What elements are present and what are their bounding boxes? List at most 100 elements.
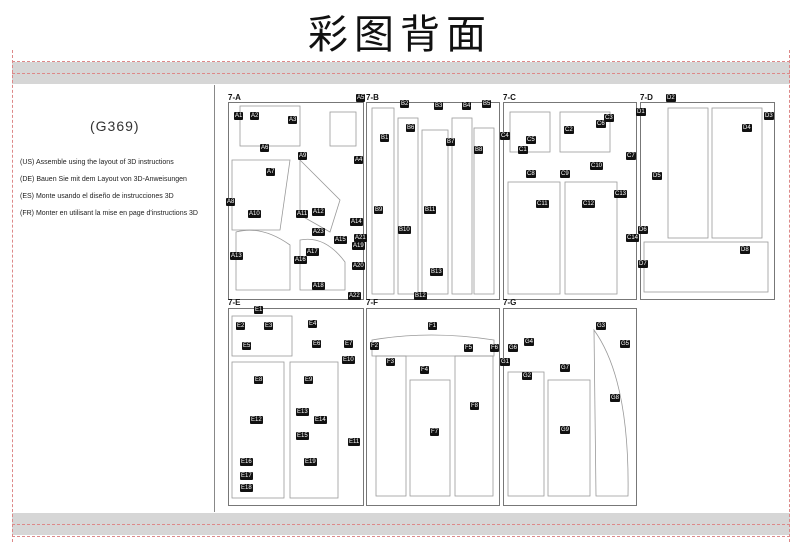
part-tag: C12: [582, 200, 596, 208]
panel-label-7b: 7-B: [366, 93, 379, 102]
part-tag: D8: [740, 246, 750, 254]
part-tag: F7: [430, 428, 440, 436]
part-tag: F4: [420, 366, 430, 374]
part-tag: D2: [666, 94, 676, 102]
part-tag: A19: [352, 242, 365, 250]
part-tag: C10: [590, 162, 604, 170]
divider-line: [214, 85, 215, 512]
part-tag: E1: [254, 306, 264, 314]
page-title: 彩图背面: [308, 12, 492, 58]
panel-label-7f: 7-F: [366, 298, 378, 307]
part-tag: A4: [354, 156, 364, 164]
part-tag: B8: [474, 146, 484, 154]
part-tag: A21: [354, 234, 367, 242]
part-tag: C14: [626, 234, 640, 242]
part-tag: C9: [560, 170, 570, 178]
part-tag: C8: [526, 170, 536, 178]
part-tag: G2: [522, 372, 533, 380]
part-tag: B7: [446, 138, 456, 146]
part-tag: A3: [288, 116, 298, 124]
part-tag: C11: [536, 200, 549, 208]
part-tag: G5: [620, 340, 631, 348]
part-tag: B11: [424, 206, 437, 214]
part-tag: D3: [764, 112, 774, 120]
part-tag: G8: [610, 394, 621, 402]
part-tag: A10: [248, 210, 261, 218]
model-code: (G369): [90, 118, 140, 134]
panel-7d: [640, 102, 775, 300]
part-tag: E2: [236, 322, 246, 330]
part-tag: A15: [334, 236, 347, 244]
part-tag: A12: [312, 208, 325, 216]
part-tag: D6: [638, 226, 648, 234]
part-tag: E12: [250, 416, 263, 424]
part-tag: C13: [614, 190, 628, 198]
cut-line-bottom-inner: [12, 524, 790, 525]
part-tag: E8: [254, 376, 264, 384]
part-tag: C7: [626, 152, 636, 160]
panel-label-7g: 7-G: [503, 298, 517, 307]
part-tag: E3: [264, 322, 274, 330]
part-tag: C5: [526, 136, 536, 144]
part-tag: E17: [240, 472, 253, 480]
part-tag: A11: [296, 210, 309, 218]
part-tag: D5: [652, 172, 662, 180]
panel-label-7c: 7-C: [503, 93, 516, 102]
part-tag: B13: [430, 268, 443, 276]
part-tag: D1: [636, 108, 646, 116]
part-tag: B1: [380, 134, 390, 142]
part-tag: C4: [500, 132, 510, 140]
instruction-fr: (FR) Monter en utilisant la mise en page…: [20, 210, 198, 217]
part-tag: B4: [462, 102, 472, 110]
part-tag: E5: [242, 342, 252, 350]
part-tag: B5: [482, 100, 492, 108]
part-tag: E14: [314, 416, 327, 424]
part-tag: E19: [304, 458, 317, 466]
part-tag: B6: [406, 124, 416, 132]
part-tag: E13: [296, 408, 309, 416]
part-tag: A6: [260, 144, 270, 152]
cut-line-top-inner: [12, 73, 790, 74]
part-tag: F6: [490, 344, 500, 352]
panel-label-7a: 7-A: [228, 93, 241, 102]
part-tag: G9: [560, 426, 571, 434]
part-tag: E4: [308, 320, 318, 328]
instruction-es: (ES) Monte usando el diseño de instrucci…: [20, 193, 174, 200]
part-tag: A8: [226, 198, 236, 206]
part-tag: F1: [428, 322, 438, 330]
part-tag: A2: [250, 112, 260, 120]
instruction-us: (US) Assemble using the layout of 3D ins…: [20, 159, 174, 166]
part-tag: E10: [342, 356, 355, 364]
instruction-de: (DE) Bauen Sie mit dem Layout von 3D-Anw…: [20, 176, 187, 183]
part-tag: E7: [344, 340, 354, 348]
cut-line-left: [12, 50, 13, 542]
part-tag: A7: [266, 168, 276, 176]
part-tag: C6: [596, 120, 606, 128]
panel-label-7e: 7-E: [228, 298, 241, 307]
part-tag: B9: [374, 206, 384, 214]
part-tag: C1: [518, 146, 528, 154]
part-tag: D7: [638, 260, 648, 268]
part-tag: A23: [312, 228, 325, 236]
part-tag: G7: [560, 364, 571, 372]
part-tag: E16: [240, 458, 253, 466]
part-tag: F2: [370, 342, 380, 350]
part-tag: G1: [500, 358, 511, 366]
part-tag: G6: [508, 344, 519, 352]
part-tag: A20: [352, 262, 365, 270]
part-tag: E6: [312, 340, 322, 348]
part-tag: A16: [294, 256, 307, 264]
part-tag: F5: [464, 344, 474, 352]
part-tag: A5: [356, 94, 366, 102]
part-tag: A13: [230, 252, 243, 260]
part-tag: E15: [296, 432, 309, 440]
part-tag: B10: [398, 226, 411, 234]
part-tag: C2: [564, 126, 574, 134]
part-tag: A1: [234, 112, 244, 120]
part-tag: G3: [596, 322, 607, 330]
part-tag: D4: [742, 124, 752, 132]
part-tag: A14: [350, 218, 363, 226]
part-tag: A9: [298, 152, 308, 160]
part-tag: C3: [604, 114, 614, 122]
